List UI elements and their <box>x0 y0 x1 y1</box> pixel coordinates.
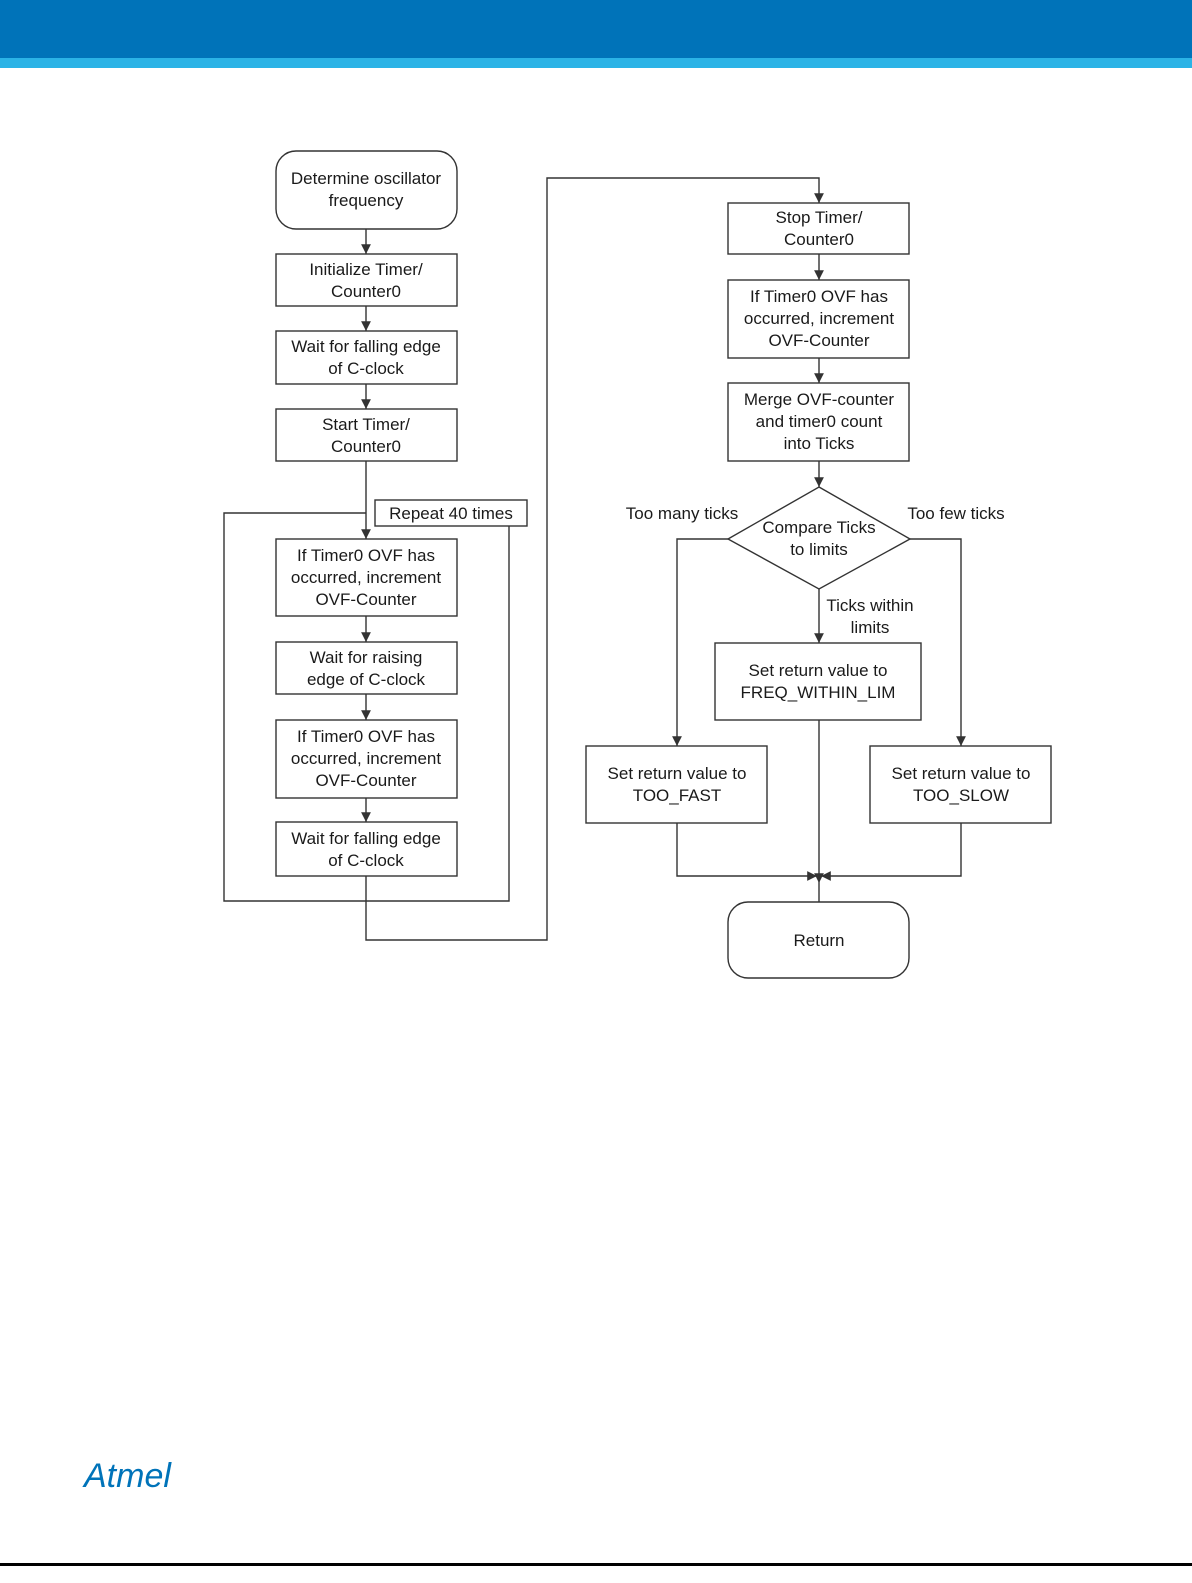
node-text: to limits <box>790 540 848 559</box>
footer-rule <box>0 1563 1192 1566</box>
node-wait-falling-edge-2: Wait for falling edge of C-clock <box>275 821 458 877</box>
node-text: of C-clock <box>328 359 404 378</box>
node-set-too-slow: Set return value to TOO_SLOW <box>869 745 1052 824</box>
svg-text:Atmel: Atmel <box>82 1457 172 1494</box>
node-text: OVF-Counter <box>315 590 416 609</box>
node-text: Set return value to <box>749 661 888 680</box>
node-ovf-check-1: If Timer0 OVF has occurred, increment OV… <box>275 538 458 617</box>
label-text: Repeat 40 times <box>389 504 513 523</box>
node-text: occurred, increment <box>744 309 895 328</box>
node-start-timer: Start Timer/ Counter0 <box>275 408 458 462</box>
node-text: Counter0 <box>331 437 401 456</box>
node-text: edge of C-clock <box>307 670 426 689</box>
node-text: If Timer0 OVF has <box>750 287 888 306</box>
node-text: occurred, increment <box>291 749 442 768</box>
node-text: and timer0 count <box>756 412 883 431</box>
node-set-within-limits: Set return value to FREQ_WITHIN_LIM <box>714 642 922 721</box>
node-text: Return <box>793 931 844 950</box>
node-text: Counter0 <box>331 282 401 301</box>
node-text: occurred, increment <box>291 568 442 587</box>
node-initialize-timer: Initialize Timer/ Counter0 <box>275 253 458 307</box>
node-stop-timer: Stop Timer/ Counter0 <box>727 202 910 255</box>
node-text: Set return value to <box>892 764 1031 783</box>
node-text: TOO_SLOW <box>913 786 1009 805</box>
node-text: Initialize Timer/ <box>309 260 423 279</box>
node-set-too-fast: Set return value to TOO_FAST <box>585 745 768 824</box>
node-text: Set return value to <box>608 764 747 783</box>
node-text: Counter0 <box>784 230 854 249</box>
branch-label-too-few: Too few ticks <box>907 504 1004 523</box>
node-text: FREQ_WITHIN_LIM <box>741 683 896 702</box>
node-text: Stop Timer/ <box>776 208 863 227</box>
node-text: of C-clock <box>328 851 404 870</box>
node-ovf-check-2: If Timer0 OVF has occurred, increment OV… <box>275 719 458 799</box>
node-text: Wait for raising <box>310 648 423 667</box>
branch-label-within: limits <box>851 618 890 637</box>
node-determine-oscillator-frequency: Determine oscillator frequency <box>275 150 458 230</box>
node-text: frequency <box>329 191 404 210</box>
node-merge-ticks: Merge OVF-counter and timer0 count into … <box>727 382 910 462</box>
branch-label-within: Ticks within <box>826 596 913 615</box>
header-band <box>0 0 1192 58</box>
repeat-40-times-label: Repeat 40 times <box>374 499 528 527</box>
node-wait-falling-edge-1: Wait for falling edge of C-clock <box>275 330 458 385</box>
node-return: Return <box>727 901 910 979</box>
node-text: TOO_FAST <box>633 786 722 805</box>
connectors <box>223 177 966 941</box>
node-text: Determine oscillator <box>291 169 442 188</box>
node-text: into Ticks <box>784 434 855 453</box>
atmel-logo: Atmel <box>82 1457 172 1494</box>
decision-compare-ticks: Compare Ticks to limits <box>726 486 912 590</box>
node-text: Merge OVF-counter <box>744 390 895 409</box>
node-text: Start Timer/ <box>322 415 410 434</box>
node-text: Wait for falling edge <box>291 337 441 356</box>
header-stripe <box>0 58 1192 68</box>
branch-label-too-many: Too many ticks <box>626 504 738 523</box>
node-text: OVF-Counter <box>768 331 869 350</box>
node-text: OVF-Counter <box>315 771 416 790</box>
node-text: If Timer0 OVF has <box>297 727 435 746</box>
node-text: If Timer0 OVF has <box>297 546 435 565</box>
node-ovf-check-3: If Timer0 OVF has occurred, increment OV… <box>727 279 910 359</box>
node-wait-raising-edge: Wait for raising edge of C-clock <box>275 641 458 695</box>
node-text: Wait for falling edge <box>291 829 441 848</box>
node-text: Compare Ticks <box>762 518 875 537</box>
